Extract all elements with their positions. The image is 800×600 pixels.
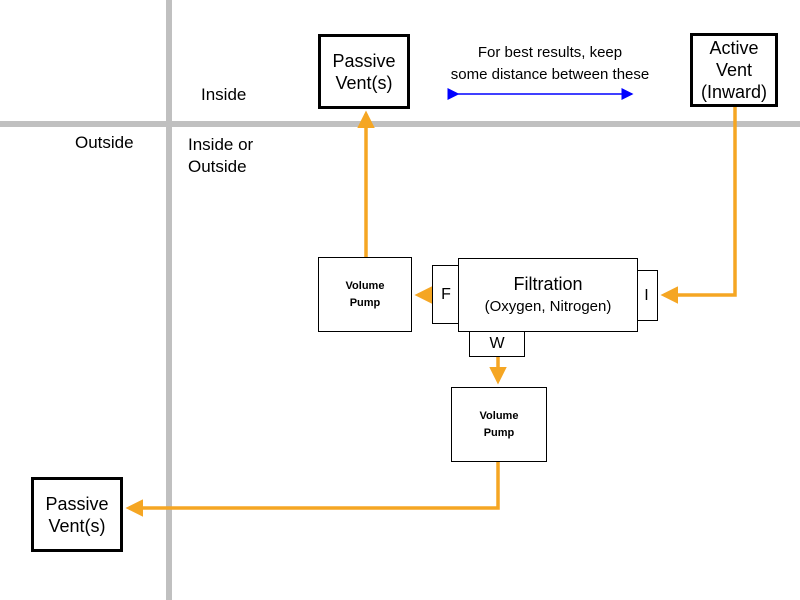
port-w: W: [469, 331, 525, 357]
vertical-wall: [166, 0, 172, 600]
passive-vent-bottom: Passive Vent(s): [31, 477, 123, 552]
inside-label: Inside: [201, 85, 247, 104]
outside-label: Outside: [75, 133, 134, 152]
filtration-title: Filtration: [513, 274, 583, 294]
volume-pump-upper: Volume Pump: [318, 257, 412, 332]
horizontal-wall: [0, 121, 800, 127]
flow-lower-pump-to-passive-vent: [125, 461, 500, 517]
flow-active-vent-to-filtration: [660, 107, 737, 304]
inside-or-outside-label: Inside or Outside: [188, 135, 254, 176]
filtration-unit: Filtration (Oxygen, Nitrogen): [458, 258, 638, 332]
distance-note: For best results, keep some distance bet…: [450, 44, 650, 83]
port-i: I: [635, 270, 658, 321]
filtration-subtitle: (Oxygen, Nitrogen): [484, 298, 612, 315]
port-f: F: [432, 265, 460, 324]
volume-pump-lower: Volume Pump: [451, 387, 547, 462]
active-vent: Active Vent (Inward): [690, 33, 778, 107]
passive-vent-top: Passive Vent(s): [318, 34, 410, 109]
